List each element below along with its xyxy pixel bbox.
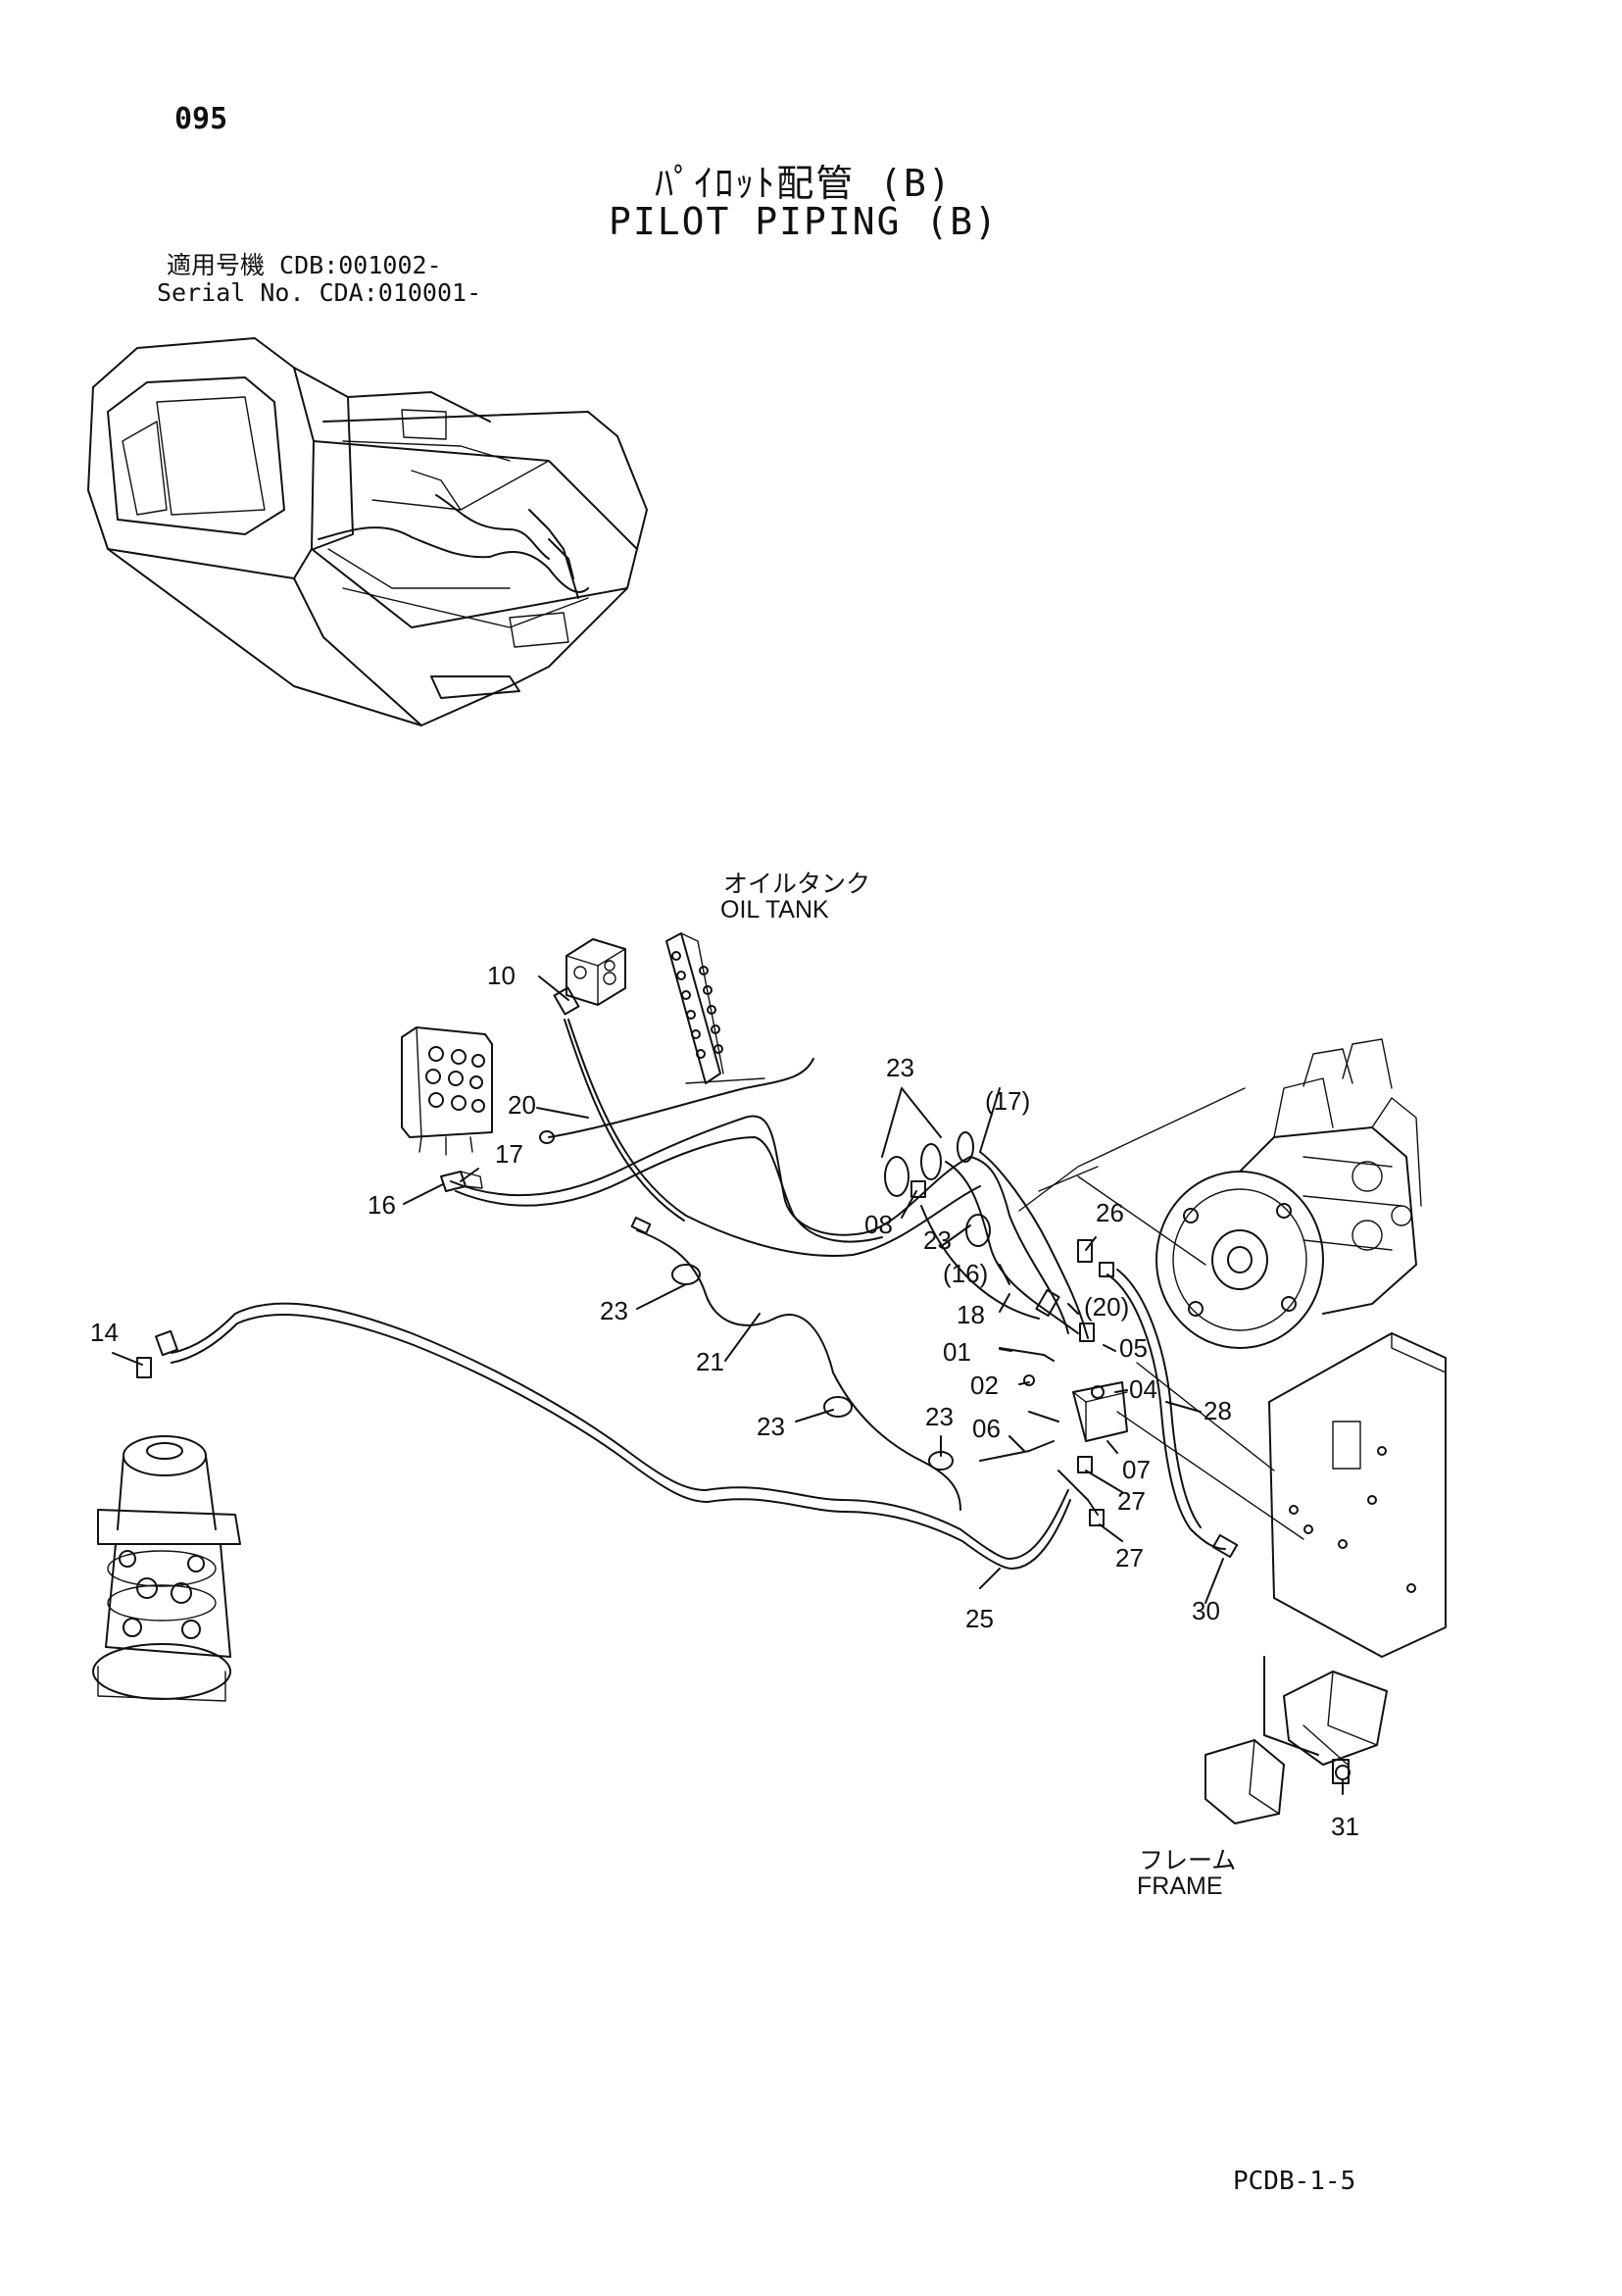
callout-04: 04 — [1129, 1374, 1157, 1404]
pilot-valve-block — [401, 1026, 493, 1156]
page-number: 095 — [174, 102, 228, 136]
callout-16: 16 — [368, 1190, 396, 1220]
callout-27-lower: 27 — [1115, 1543, 1144, 1572]
mounting-bracket-plate — [1268, 1332, 1447, 1658]
callout-20: 20 — [508, 1090, 536, 1120]
serial-line-applicable: 適用号機 CDB:001002- — [167, 251, 442, 279]
swing-joint-assembly — [92, 1435, 241, 1702]
callout-23-lower: 23 — [757, 1412, 785, 1441]
callout-26: 26 — [1096, 1198, 1124, 1227]
callout-17-paren: (17) — [985, 1086, 1031, 1116]
callout-01: 01 — [943, 1337, 971, 1367]
callout-18: 18 — [957, 1300, 985, 1329]
callout-leader-lines — [112, 975, 1344, 1795]
callout-02: 02 — [970, 1371, 999, 1400]
oil-tank-fitting-block — [565, 938, 626, 1006]
callout-10: 10 — [487, 961, 516, 990]
callout-16-paren: (16) — [943, 1259, 989, 1288]
callout-23-top: 23 — [886, 1053, 914, 1082]
serial-line-number: Serial No. CDA:010001- — [157, 278, 482, 307]
callout-30: 30 — [1192, 1596, 1220, 1625]
callout-23-right: 23 — [925, 1402, 954, 1431]
frame-label-en: FRAME — [1137, 1872, 1223, 1900]
callout-23-mid: 23 — [923, 1225, 952, 1255]
callout-31: 31 — [1331, 1812, 1359, 1841]
oil-tank-label-en: OIL TANK — [720, 896, 829, 923]
frame-parts — [1204, 1656, 1388, 1824]
pump-assembly — [1155, 1038, 1422, 1349]
callout-17: 17 — [495, 1139, 523, 1169]
callout-07: 07 — [1122, 1455, 1151, 1484]
callout-25: 25 — [965, 1604, 994, 1633]
excavator-overview-illustration — [87, 337, 648, 726]
title-japanese: ﾊﾟｲﾛｯﾄ配管 (B) — [655, 162, 953, 205]
callout-14: 14 — [90, 1318, 119, 1347]
callout-21: 21 — [696, 1347, 724, 1376]
title-english: PILOT PIPING (B) — [608, 200, 1000, 243]
oil-tank-label-jp: オイルタンク — [723, 871, 871, 898]
pilot-hoses — [171, 1019, 1304, 1570]
callout-27-upper: 27 — [1117, 1486, 1146, 1516]
fittings-and-clamps — [136, 986, 1350, 1784]
callout-20-paren: (20) — [1084, 1292, 1130, 1322]
callout-08: 08 — [864, 1210, 893, 1239]
callout-23-left: 23 — [600, 1296, 628, 1325]
callout-05: 05 — [1119, 1333, 1148, 1363]
frame-label-jp: フレーム — [1139, 1847, 1237, 1874]
callout-28: 28 — [1204, 1396, 1232, 1425]
callout-06: 06 — [972, 1414, 1001, 1443]
oil-tank-port-plate — [665, 932, 724, 1084]
footer-code: PCDB-1-5 — [1233, 2167, 1356, 2196]
